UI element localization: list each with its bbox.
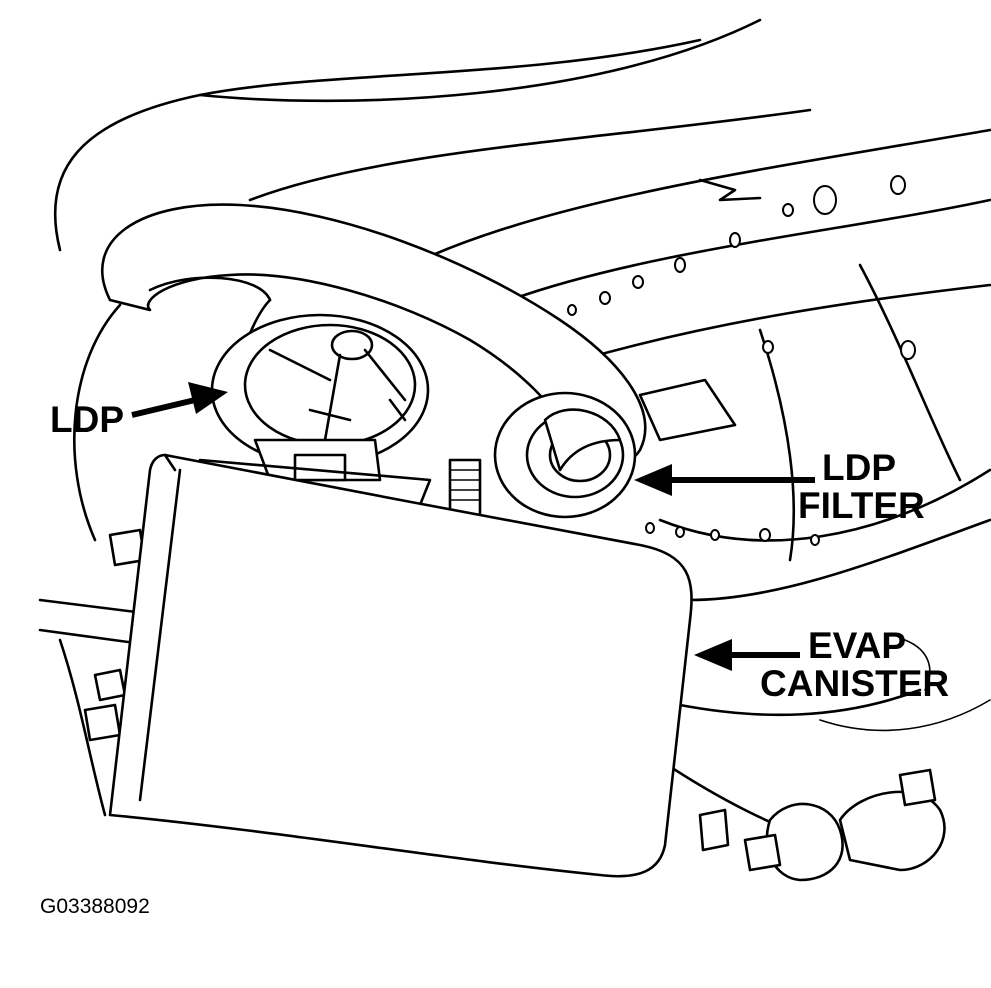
ldp-arrow-icon — [188, 382, 228, 414]
lower-fitting — [698, 768, 946, 882]
evap-canister-label-line1: EVAP — [808, 625, 906, 666]
callout-arrows — [131, 382, 815, 671]
ldp-filter-arrow-icon — [634, 464, 672, 496]
ldp-pump — [198, 313, 432, 507]
evap-canister-arrow-icon — [694, 639, 732, 671]
mounting-studs — [83, 458, 482, 742]
figure-id: G03388092 — [40, 895, 150, 918]
frame-holes — [567, 175, 916, 546]
ldp-filter — [493, 378, 737, 519]
callout-labels: LDP LDP FILTER EVAP CANISTER G03388092 — [40, 399, 949, 918]
ldp-filter-label-line1: LDP — [822, 447, 896, 488]
ldp-label: LDP — [50, 399, 124, 440]
evap-canister — [108, 453, 693, 878]
evap-canister-label-line2: CANISTER — [760, 663, 949, 704]
ldp-filter-label-line2: FILTER — [798, 485, 925, 526]
